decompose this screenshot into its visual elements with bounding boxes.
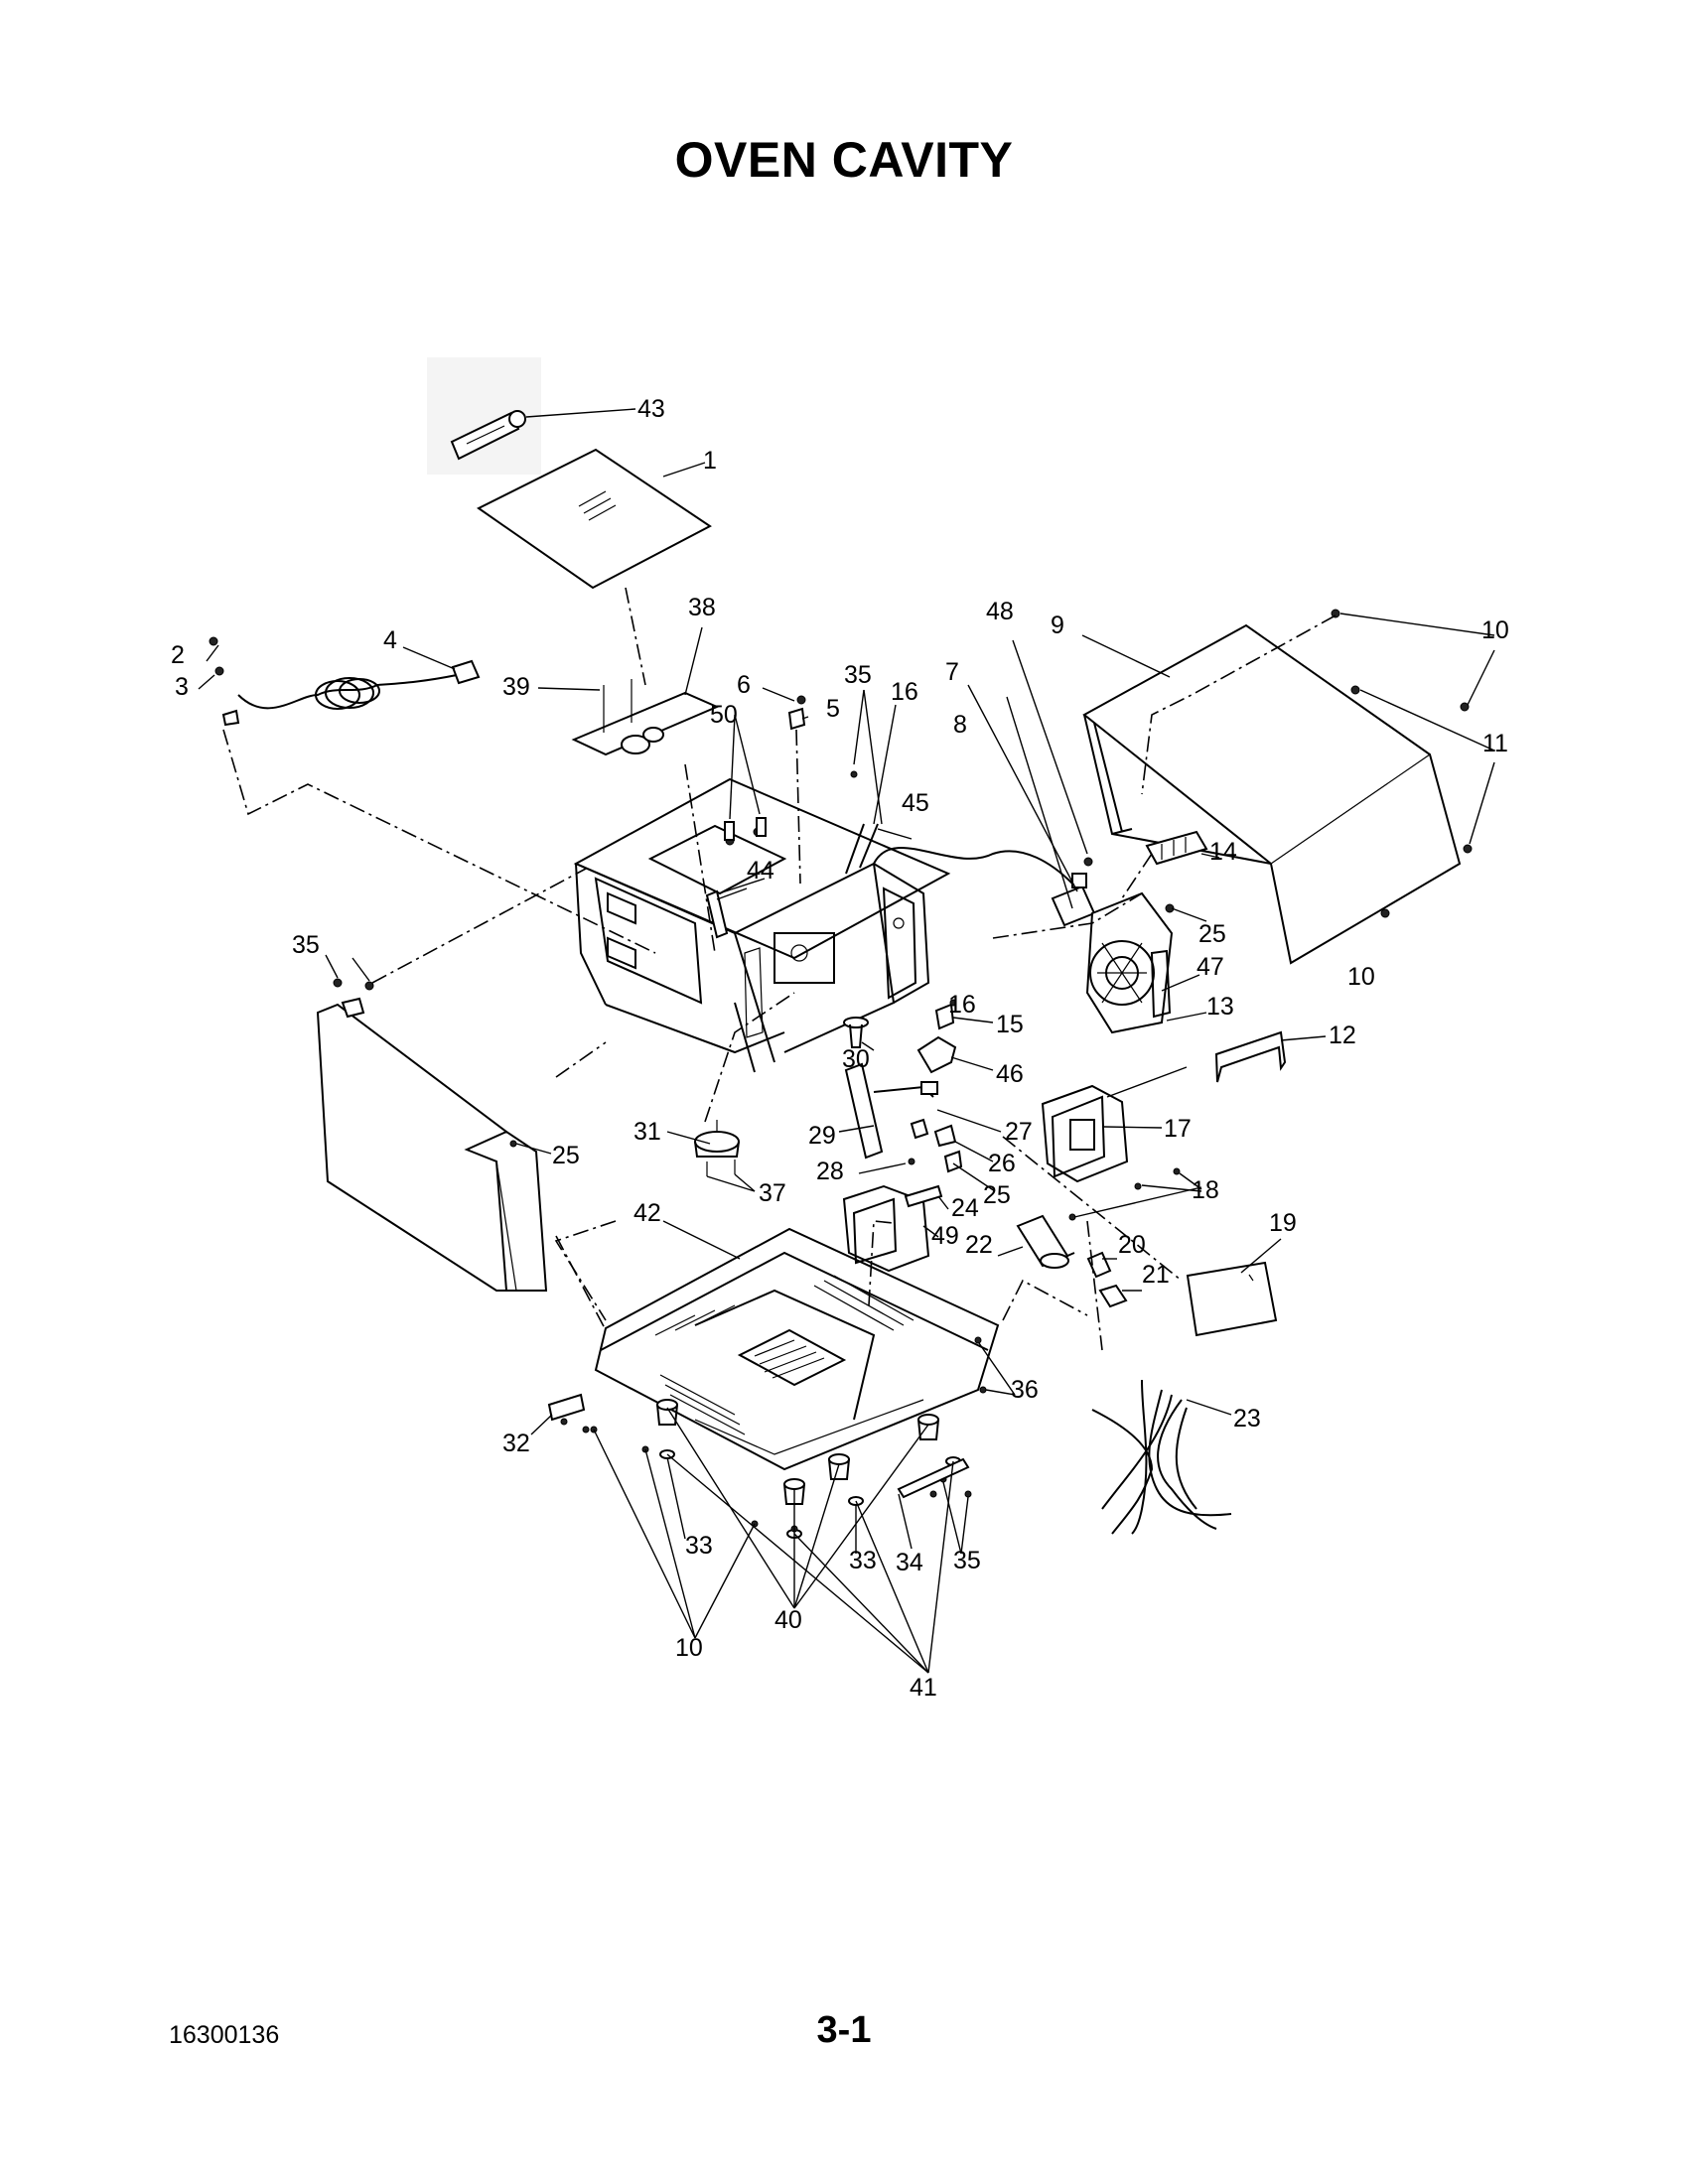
callout-4: 4	[383, 626, 397, 654]
callout-20: 20	[1118, 1231, 1146, 1259]
callout-9: 9	[1051, 612, 1064, 639]
callout-26: 26	[988, 1150, 1016, 1177]
part-50-spacers	[724, 817, 767, 841]
part-45-rods	[845, 689, 913, 875]
part-44-waveguide	[705, 887, 748, 939]
part-7-switch	[873, 639, 1096, 927]
callout-41: 41	[910, 1674, 937, 1702]
callout-10c: 10	[675, 1634, 703, 1662]
page-number: 3-1	[816, 2009, 872, 2051]
callout-33a: 33	[685, 1532, 713, 1560]
part-1-panel	[477, 448, 712, 686]
part-14-bracket	[1145, 830, 1220, 866]
callout-21: 21	[1142, 1261, 1170, 1289]
callout-16b: 16	[948, 991, 976, 1019]
callout-43: 43	[637, 395, 665, 423]
callout-39: 39	[502, 673, 530, 701]
callout-40: 40	[774, 1606, 802, 1634]
part-23-wire-harness	[1091, 1379, 1232, 1535]
callout-36: 36	[1011, 1376, 1039, 1404]
callout-3: 3	[175, 673, 189, 701]
callout-7: 7	[945, 658, 959, 686]
callout-47: 47	[1196, 953, 1224, 981]
part-door	[316, 868, 607, 1292]
callout-10b: 10	[1347, 963, 1375, 991]
part-42-base-plate	[555, 1220, 1000, 1471]
part-9-outer-case	[1081, 609, 1495, 965]
callout-11: 11	[1482, 730, 1508, 757]
callout-24: 24	[951, 1194, 979, 1222]
part-12-duct	[1214, 1030, 1327, 1083]
callout-15: 15	[996, 1011, 1024, 1038]
callout-25a: 25	[1198, 920, 1226, 948]
callout-5: 5	[826, 695, 840, 723]
part-30-roller	[843, 1017, 875, 1051]
part-38-bracket	[537, 626, 720, 756]
callout-16a: 16	[891, 678, 918, 706]
page-title: OVEN CAVITY	[674, 132, 1014, 188]
callout-42: 42	[633, 1199, 661, 1227]
callout-18: 18	[1192, 1176, 1219, 1204]
callout-46: 46	[996, 1060, 1024, 1088]
part-15-switch	[916, 999, 994, 1074]
callout-29: 29	[808, 1122, 836, 1150]
callout-25c: 25	[983, 1181, 1011, 1209]
part-17-transformer	[1041, 1066, 1202, 1192]
callout-35c: 35	[953, 1547, 981, 1574]
callout-32: 32	[502, 1430, 530, 1457]
callout-13: 13	[1206, 993, 1234, 1021]
callout-33b: 33	[849, 1547, 877, 1574]
part-13-fan-motor	[992, 853, 1207, 1034]
callout-25b: 25	[552, 1142, 580, 1169]
part-49-hv-transformer	[842, 1184, 949, 1273]
callout-37: 37	[759, 1179, 786, 1207]
callout-8: 8	[953, 711, 967, 739]
callout-28: 28	[816, 1158, 844, 1185]
callout-labels: 43 1 38 39 2 3 4 6 5 35 16 50 45 44 7 8 …	[171, 395, 1509, 1702]
callout-19: 19	[1269, 1209, 1297, 1237]
callout-31: 31	[633, 1118, 661, 1146]
callout-45: 45	[902, 789, 929, 817]
part-22-capacitor	[997, 1186, 1202, 1351]
part-4-power-cord	[198, 636, 656, 954]
part-feet-and-screws	[530, 1279, 1088, 1674]
callout-27: 27	[1005, 1118, 1033, 1146]
callout-22: 22	[965, 1231, 993, 1259]
part-43-tube	[427, 357, 636, 475]
part-19-cover	[1002, 1136, 1282, 1337]
document-number: 16300136	[169, 2021, 280, 2049]
callout-1: 1	[703, 447, 717, 475]
callout-49: 49	[931, 1222, 959, 1250]
callout-34: 34	[896, 1549, 923, 1576]
callout-50: 50	[710, 701, 738, 729]
part-29-latch-bracket	[838, 1062, 1002, 1192]
callout-10a: 10	[1481, 616, 1509, 644]
callout-38: 38	[688, 594, 716, 621]
callout-12: 12	[1329, 1022, 1356, 1049]
callout-48: 48	[986, 598, 1014, 625]
part-31-turntable-motor	[554, 992, 795, 1321]
callout-14: 14	[1209, 838, 1237, 866]
callout-17: 17	[1164, 1115, 1192, 1143]
callout-35b: 35	[292, 931, 320, 959]
part-oven-cavity	[573, 714, 951, 1073]
part-5-thermostat	[762, 687, 809, 885]
callout-23: 23	[1233, 1405, 1261, 1433]
callout-35a: 35	[844, 661, 872, 689]
callout-6: 6	[737, 671, 751, 699]
callout-2: 2	[171, 641, 185, 669]
callout-30: 30	[842, 1045, 870, 1073]
callout-44: 44	[747, 857, 774, 885]
